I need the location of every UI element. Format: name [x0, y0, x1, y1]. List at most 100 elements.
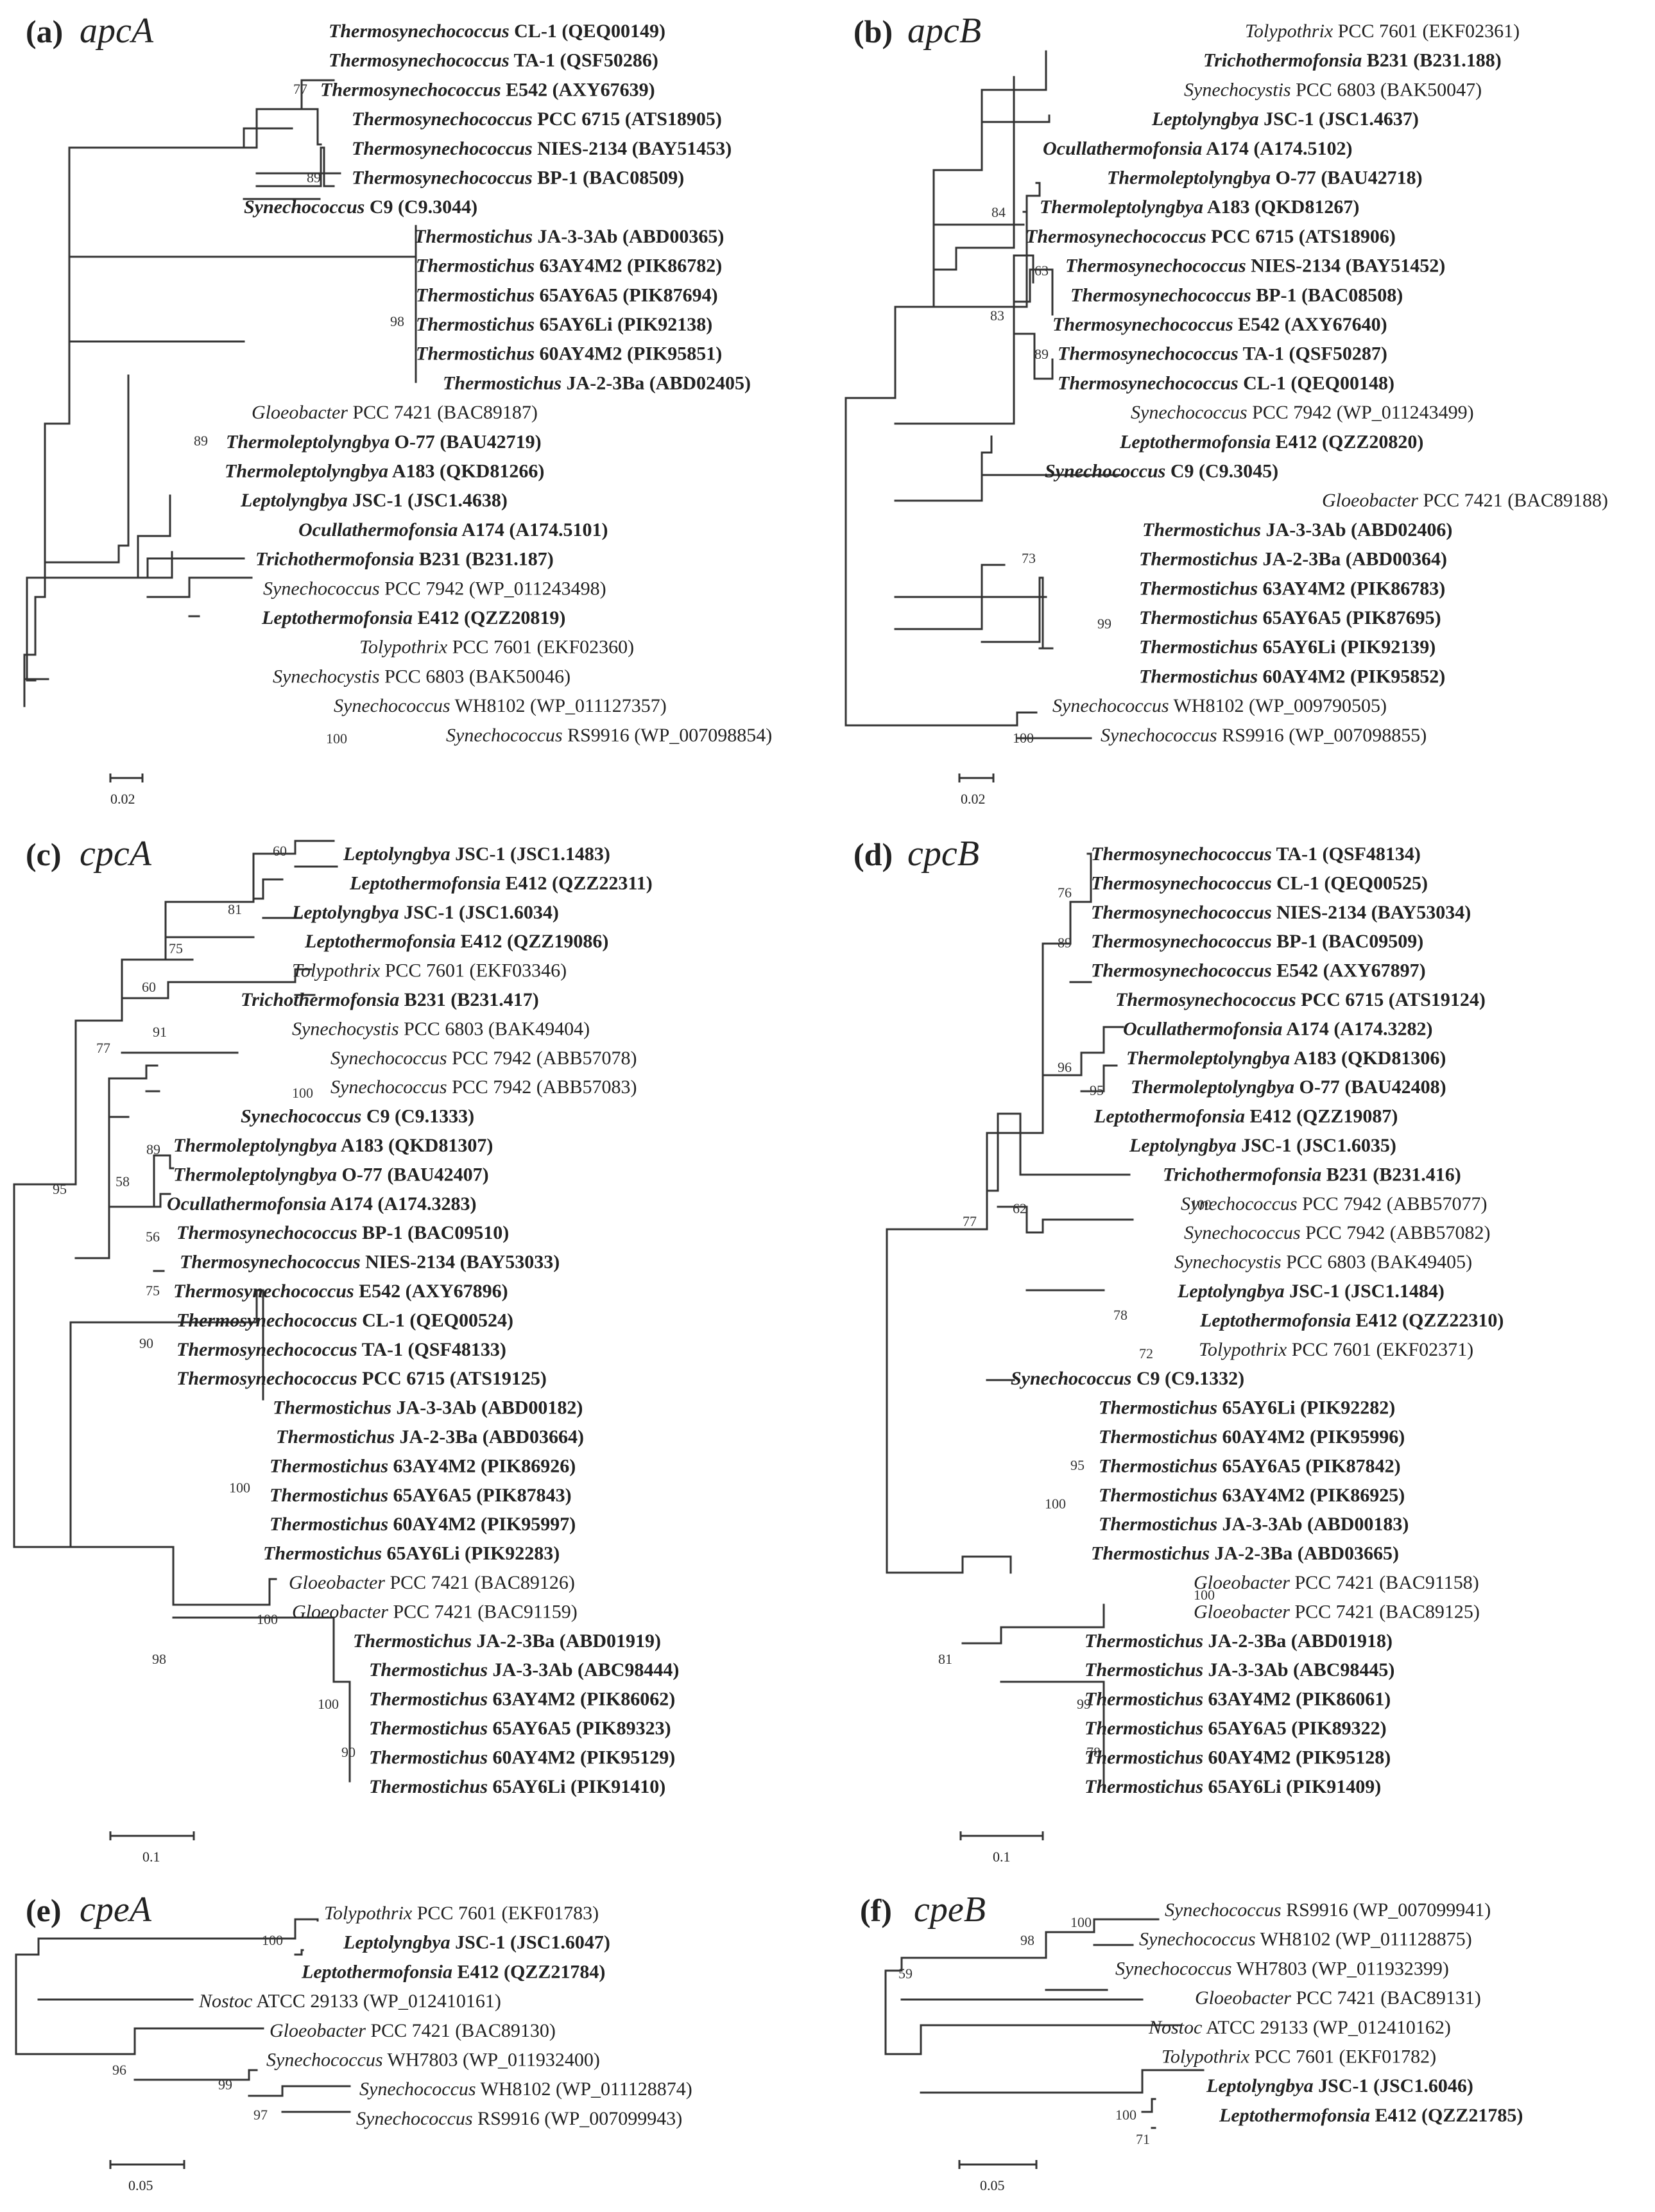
taxon-genus: Thermostichus	[263, 1543, 382, 1564]
taxon-accession: (JSC1.4638)	[402, 490, 507, 511]
panel-e-leaves: Tolypothrix PCC 7601 (EKF01783)Leptolyng…	[198, 1903, 692, 2129]
taxon-label: Thermostichus 60AY4M2 (PIK95996)	[1099, 1426, 1405, 1447]
taxon-strain: JSC-1	[1237, 1135, 1292, 1156]
bootstrap-label: 100	[1115, 2107, 1136, 2123]
taxon-genus: Leptolyngbya	[291, 902, 399, 923]
taxon-accession: (PIK95852)	[1345, 666, 1445, 687]
taxon-strain: WH7803	[383, 2050, 458, 2071]
taxon-strain: TA-1	[510, 50, 555, 71]
taxon-label: Synechococcus WH8102 (WP_011128875)	[1139, 1929, 1472, 1950]
bootstrap-label: 62	[1013, 1200, 1027, 1216]
taxon-label: Thermostichus JA-3-3Ab (ABC98444)	[369, 1659, 679, 1681]
taxon-accession: (QKD81266)	[435, 461, 545, 482]
taxon-accession: (JSC1.1484)	[1339, 1281, 1444, 1302]
taxon-genus: Trichothermofonsia	[241, 989, 399, 1010]
taxon-genus: Thermosynechococcus	[329, 21, 510, 42]
taxon-strain: PCC 7421	[366, 2020, 450, 2041]
taxon-label: Synechococcus RS9916 (WP_007098855)	[1101, 725, 1427, 746]
taxon-strain: JA-2-3Ba	[1203, 1630, 1286, 1652]
taxon-genus: Thermosynechococcus	[1091, 960, 1272, 981]
taxon-label: Thermostichus 60AY4M2 (PIK95997)	[270, 1514, 576, 1535]
taxon-label: Thermosynechococcus PCC 6715 (ATS19124)	[1115, 989, 1486, 1010]
taxon-label: Synechococcus C9 (C9.1333)	[241, 1106, 474, 1127]
taxon-label: Thermostichus JA-2-3Ba (ABD03664)	[276, 1426, 584, 1447]
taxon-strain: 65AY6Li	[1203, 1776, 1281, 1797]
taxon-label: Gloeobacter PCC 7421 (BAC89130)	[270, 2020, 556, 2041]
taxon-accession: (EKF02361)	[1418, 21, 1520, 42]
taxon-strain: PCC 7421	[1290, 1601, 1375, 1622]
taxon-genus: Thermosynechococcus	[1065, 255, 1246, 277]
taxon-strain: E412	[452, 1961, 499, 1982]
taxon-strain: E412	[413, 607, 459, 628]
taxon-genus: Synechococcus	[330, 1048, 447, 1069]
panel-b-gene: apcB	[907, 11, 981, 51]
taxon-strain: PCC 7601	[1287, 1339, 1371, 1360]
panel-b-bootstraps: 84 63 83 89 73 99 100	[990, 204, 1111, 746]
panel-a-leaves: Thermosynechococcus CL-1 (QEQ00149)Therm…	[225, 21, 772, 746]
taxon-strain: JSC-1	[450, 1932, 506, 1953]
taxon-accession: (QKD81267)	[1250, 196, 1360, 218]
taxon-genus: Thermostichus	[1085, 1689, 1203, 1710]
taxon-label: Thermostichus 65AY6Li (PIK91409)	[1085, 1776, 1381, 1797]
taxon-accession: (C9.1333)	[390, 1106, 474, 1127]
taxon-label: Synechococcus PCC 7942 (ABB57083)	[330, 1076, 637, 1098]
taxon-accession: (WP_011932400)	[458, 2050, 600, 2071]
taxon-label: Leptolyngbya JSC-1 (JSC1.4637)	[1151, 108, 1419, 130]
taxon-genus: Synechococcus	[244, 196, 364, 218]
taxon-label: Thermostichus 65AY6A5 (PIK87842)	[1099, 1455, 1401, 1476]
taxon-label: Synechococcus RS9916 (WP_007099943)	[356, 2108, 682, 2129]
taxon-accession: (PIK86926)	[476, 1455, 576, 1476]
bootstrap-label: 77	[293, 81, 307, 97]
taxon-strain: JA-3-3Ab	[391, 1397, 477, 1419]
taxon-strain: JSC-1	[1259, 108, 1314, 130]
taxon-strain: 65AY6Li	[1258, 637, 1335, 658]
taxon-accession: (PIK86783)	[1345, 578, 1445, 599]
taxon-strain: PCC 6803	[1291, 79, 1376, 100]
taxon-label: Ocullathermofonsia A174 (A174.3282)	[1123, 1018, 1433, 1039]
taxon-label: Thermostichus JA-2-3Ba (ABD03665)	[1091, 1543, 1399, 1564]
taxon-label: Synechococcus WH7803 (WP_011932400)	[266, 2050, 600, 2071]
taxon-strain: A174	[326, 1193, 373, 1214]
taxon-strain: 65AY6A5	[1217, 1455, 1301, 1476]
taxon-strain: JA-3-3Ab	[1217, 1514, 1303, 1535]
taxon-label: Thermosynechococcus BP-1 (BAC08508)	[1070, 284, 1403, 306]
taxon-accession: (EKF03346)	[465, 960, 567, 981]
panel-f: (f) cpeB Synechococcus RS9916 (WP_007099…	[860, 1890, 1523, 2193]
taxon-genus: Thermosynechococcus	[352, 168, 533, 189]
taxon-label: Ocullathermofonsia A174 (A174.3283)	[167, 1193, 477, 1214]
taxon-strain: A174	[1202, 138, 1249, 159]
taxon-genus: Thermostichus	[353, 1630, 472, 1652]
taxon-label: Thermosynechococcus E542 (AXY67639)	[320, 79, 655, 100]
taxon-label: Thermoleptolyngbya A183 (QKD81307)	[173, 1135, 493, 1156]
taxon-accession: (A174.5101)	[504, 519, 608, 540]
taxon-strain: A183	[337, 1135, 384, 1156]
taxon-genus: Nostoc	[1148, 2017, 1202, 2038]
taxon-label: Trichothermofonsia B231 (B231.416)	[1163, 1164, 1461, 1185]
taxon-label: Thermostichus 65AY6Li (PIK92283)	[263, 1543, 560, 1564]
panel-d-gene: cpcB	[907, 834, 979, 874]
taxon-accession: (PIK91409)	[1281, 1776, 1381, 1797]
bootstrap-label: 89	[194, 433, 208, 449]
bootstrap-label: 78	[1113, 1307, 1128, 1323]
taxon-genus: Synechocystis	[1184, 79, 1291, 100]
taxon-accession: (ATS19124)	[1384, 989, 1486, 1010]
taxon-label: Leptothermofonsia E412 (QZZ20819)	[261, 607, 565, 628]
taxon-genus: Thermostichus	[369, 1747, 488, 1768]
taxon-genus: Synechococcus	[1052, 695, 1169, 716]
taxon-genus: Ocullathermofonsia	[1123, 1018, 1282, 1039]
taxon-strain: PCC 6715	[1296, 989, 1384, 1010]
taxon-strain: E542	[501, 79, 548, 100]
taxon-label: Thermosynechococcus PCC 6715 (ATS18906)	[1025, 226, 1396, 247]
taxon-label: Thermostichus 65AY6Li (PIK92282)	[1099, 1397, 1395, 1419]
taxon-genus: Ocullathermofonsia	[298, 519, 458, 540]
taxon-accession: (ABD02406)	[1346, 519, 1453, 540]
taxon-accession: (QSF50287)	[1284, 343, 1387, 365]
taxon-strain: A183	[1290, 1048, 1337, 1069]
taxon-genus: Nostoc	[198, 1991, 252, 2012]
taxon-strain: 65AY6A5	[388, 1485, 472, 1506]
taxon-label: Thermostichus 65AY6Li (PIK91410)	[369, 1776, 665, 1797]
taxon-genus: Thermostichus	[270, 1514, 388, 1535]
taxon-label: Thermostichus 65AY6A5 (PIK87695)	[1139, 607, 1441, 628]
taxon-genus: Thermosynechococcus	[1025, 226, 1206, 247]
taxon-label: Gloeobacter PCC 7421 (BAC89126)	[289, 1572, 575, 1593]
